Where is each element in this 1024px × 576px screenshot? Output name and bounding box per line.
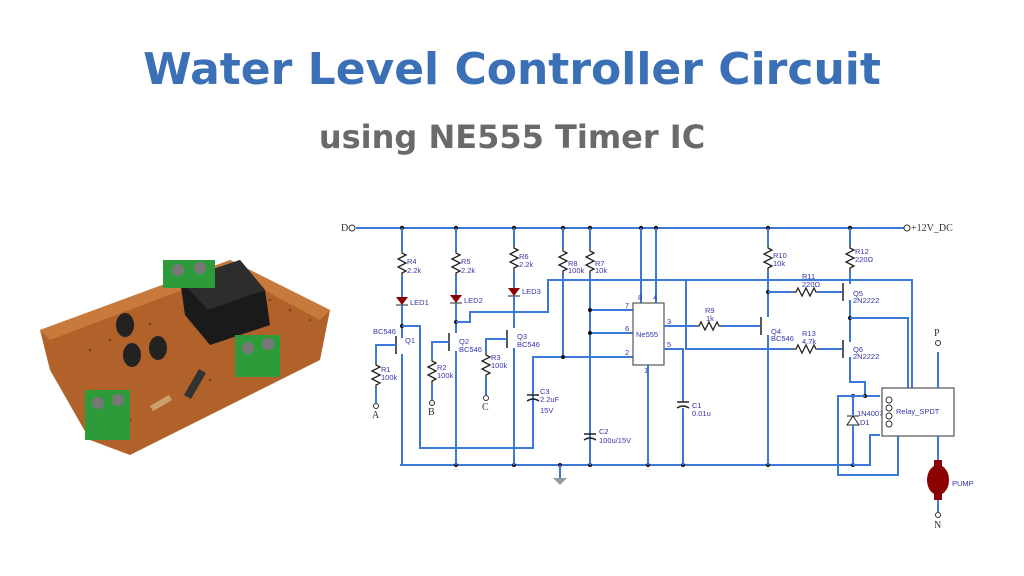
r2-value: 100k: [437, 371, 454, 380]
pin-4: 4: [653, 293, 657, 302]
page-subtitle: using NE555 Timer IC: [318, 118, 706, 156]
q3-label: Q3: [517, 332, 527, 341]
terminal-n-label: N: [934, 520, 941, 531]
q3-type: BC546: [517, 340, 540, 349]
led3-label: LED3: [522, 287, 541, 296]
led2-icon: [450, 295, 462, 304]
r7-value: 10k: [595, 266, 607, 275]
r1-value: 100k: [381, 373, 398, 382]
r4-value: 2.2k: [407, 266, 421, 275]
ground-icon: [553, 465, 567, 485]
r9-value: 1k: [706, 314, 714, 323]
c2-value: 100u/15V: [599, 436, 631, 445]
r10-value: 10k: [773, 259, 785, 268]
c3-rating: 15V: [540, 406, 553, 415]
pin-5: 5: [667, 340, 671, 349]
r10-label: R10: [773, 251, 787, 260]
pin-8: 8: [638, 293, 642, 302]
r8-value: 100k: [568, 266, 585, 275]
r11-label: R11: [802, 272, 815, 281]
terminal-b-label: B: [428, 407, 435, 418]
c2-label: C2: [599, 427, 609, 436]
r12-label: R12: [855, 247, 869, 256]
d1-type: 1N4007: [857, 409, 883, 418]
terminal-vcc-label: +12V_DC: [911, 223, 953, 234]
terminal-d-label: D: [341, 223, 348, 234]
terminal-a-label: A: [372, 410, 380, 421]
ne555-ic: [632, 302, 665, 366]
relay-spdt: [881, 387, 955, 437]
r5-value: 2.2k: [461, 266, 475, 275]
r3-label: R3: [491, 353, 501, 362]
ic-label: Ne555: [636, 330, 658, 339]
pump-motor-icon: [927, 460, 949, 500]
r13-label: R13: [802, 329, 816, 338]
led2-label: LED2: [464, 296, 483, 305]
pin-6: 6: [625, 324, 629, 333]
transistors: [116, 313, 167, 367]
r1-label: R1: [381, 365, 391, 374]
r9-label: R9: [705, 306, 715, 315]
q1-type: BC546: [373, 327, 396, 336]
pin-3: 3: [667, 317, 671, 326]
pin-7: 7: [625, 301, 629, 310]
c1-label: C1: [692, 401, 702, 410]
q6-label: Q6: [853, 345, 863, 354]
q1-label: Q1: [405, 336, 415, 345]
r7-label: R7: [595, 259, 605, 268]
r6-value: 2.2k: [519, 260, 533, 269]
q4-type: BC546: [771, 334, 794, 343]
terminal-block-top: [163, 260, 215, 288]
r8-label: R8: [568, 259, 578, 268]
led1-icon: [396, 297, 408, 306]
page-title: Water Level Controller Circuit: [143, 44, 881, 95]
relay-coil-icon: [885, 396, 893, 428]
r2-label: R2: [437, 363, 447, 372]
r3-value: 100k: [491, 361, 508, 370]
q2-label: Q2: [459, 337, 469, 346]
pin-1: 1: [644, 366, 648, 375]
terminal-p-label: P: [934, 328, 940, 339]
c1-capacitor-icon: [676, 401, 690, 409]
pcb-photo: [40, 260, 330, 455]
q4-label: Q4: [771, 327, 781, 336]
r11-value: 220Ω: [802, 280, 821, 289]
r13-value: 4.7k: [802, 337, 816, 346]
terminal-c-label: C: [482, 402, 489, 413]
c3-capacitor-icon: [526, 394, 540, 402]
q5-label: Q5: [853, 289, 863, 298]
c2-capacitor-icon: [583, 433, 597, 441]
r12-value: 220Ω: [855, 255, 874, 264]
led1-label: LED1: [410, 298, 429, 307]
pin-2: 2: [625, 348, 629, 357]
pump-label: PUMP: [952, 479, 974, 488]
c3-value: 2.2uF: [540, 395, 560, 404]
r6-label: R6: [519, 252, 529, 261]
c1-value: 0.01u: [692, 409, 711, 418]
terminal-block-bottom: [85, 390, 130, 440]
q5-type: 2N2222: [853, 296, 879, 305]
relay-label: Relay_SPDT: [896, 407, 940, 416]
q2-type: BC546: [459, 345, 482, 354]
d1-label: D1: [860, 418, 870, 427]
q6-type: 2N2222: [853, 352, 879, 361]
r5-label: R5: [461, 257, 471, 266]
c3-label: C3: [540, 387, 550, 396]
terminal-block-right: [235, 335, 280, 377]
led3-icon: [508, 288, 520, 297]
r4-label: R4: [407, 257, 417, 266]
